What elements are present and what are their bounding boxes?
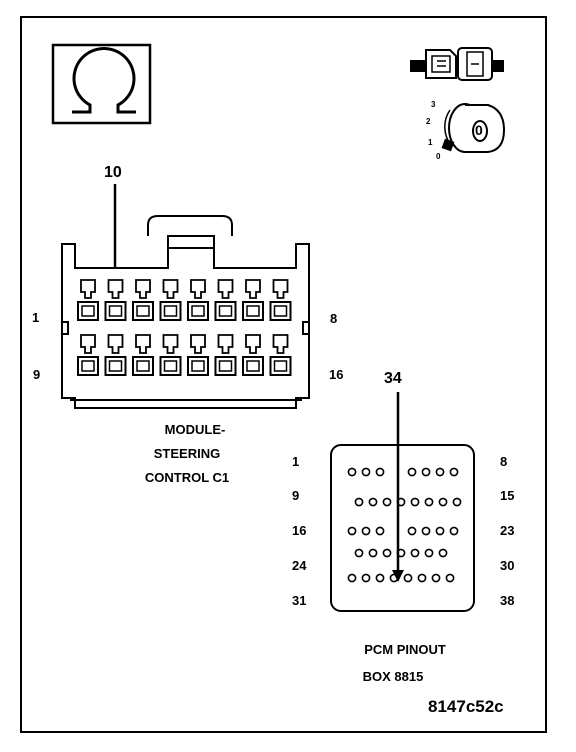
pin-hole (375, 526, 385, 536)
ohmmeter-icon (51, 43, 152, 125)
pcm-right-pin-0: 8 (500, 454, 508, 469)
cavity (159, 334, 182, 376)
pin-number-row2-start: 9 (33, 367, 41, 382)
key-position-1: 1 (428, 138, 433, 147)
pin-hole (382, 497, 392, 507)
cavity (242, 279, 264, 321)
cavity (77, 279, 99, 321)
pin-hole (361, 526, 371, 536)
pcm-box (330, 444, 475, 612)
key-position-2: 2 (426, 117, 431, 126)
cavity (269, 279, 292, 321)
pin-hole (438, 497, 448, 507)
pin-hole (347, 526, 357, 536)
pin-hole (347, 467, 357, 477)
cavity (187, 334, 209, 376)
pcm-left-pin-4: 31 (292, 593, 307, 608)
pin-hole (410, 497, 420, 507)
cavity (214, 279, 237, 321)
pin-hole (449, 526, 459, 536)
connector-cavities (77, 279, 292, 376)
pin-hole (354, 548, 364, 558)
ignition-key-icon (441, 103, 506, 153)
pin-hole (449, 467, 459, 477)
pin-hole (421, 467, 431, 477)
pin-hole (354, 497, 364, 507)
key-label: 0 (475, 122, 483, 138)
cavity (214, 334, 237, 376)
pin-hole (435, 526, 445, 536)
pin-number-row1-start: 1 (32, 310, 40, 325)
figure-frame (20, 16, 547, 733)
pin-hole (435, 467, 445, 477)
pin-hole (347, 573, 357, 583)
callout-arrow-34 (392, 392, 404, 582)
pin-hole (375, 467, 385, 477)
pcm-left-pin-0: 1 (292, 454, 300, 469)
pcm-right-pin-1: 15 (500, 488, 515, 503)
pin-hole (407, 467, 417, 477)
pcm-pin-holes (347, 467, 462, 583)
connector-caption-line3: CONTROL C1 (144, 470, 230, 485)
pcm-caption-line1: PCM PINOUT (364, 642, 446, 657)
pin-hole (403, 573, 413, 583)
pcm-left-pin-1: 9 (292, 488, 300, 503)
key-position-0: 0 (436, 152, 441, 161)
pin-hole (424, 548, 434, 558)
pcm-right-pin-2: 23 (500, 523, 515, 538)
cavity (269, 334, 292, 376)
pin-hole (375, 573, 385, 583)
cavity (104, 334, 127, 376)
pin-number-row1-end: 8 (330, 311, 338, 326)
pin-hole (407, 526, 417, 536)
callout-label-10: 10 (104, 164, 122, 181)
figure-id: 8147c52c (428, 697, 504, 716)
cavity (132, 334, 154, 376)
cavity (159, 279, 182, 321)
pcm-right-pin-4: 38 (500, 593, 515, 608)
pin-hole (368, 548, 378, 558)
pin-hole (368, 497, 378, 507)
cavity (132, 279, 154, 321)
connector-icon (410, 47, 504, 81)
pin-hole (424, 497, 434, 507)
pin-hole (445, 573, 455, 583)
pin-hole (382, 548, 392, 558)
cavity (104, 279, 127, 321)
cavity (242, 334, 264, 376)
key-position-3: 3 (431, 100, 436, 109)
pcm-left-pin-3: 24 (292, 558, 307, 573)
pin-hole (361, 573, 371, 583)
cavity (77, 334, 99, 376)
pin-number-row2-end: 16 (329, 367, 344, 382)
connector-caption-line1: MODULE- (164, 422, 226, 437)
pin-hole (438, 548, 448, 558)
pin-hole (452, 497, 462, 507)
pin-hole (361, 467, 371, 477)
connector-caption-line2: STEERING (153, 446, 221, 461)
pin-hole (421, 526, 431, 536)
cavity (187, 279, 209, 321)
pin-hole (431, 573, 441, 583)
pcm-left-pin-2: 16 (292, 523, 307, 538)
pcm-caption-line2: BOX 8815 (362, 669, 424, 684)
pin-hole (410, 548, 420, 558)
callout-label-34: 34 (384, 370, 402, 387)
pcm-right-pin-3: 30 (500, 558, 515, 573)
pin-hole (417, 573, 427, 583)
